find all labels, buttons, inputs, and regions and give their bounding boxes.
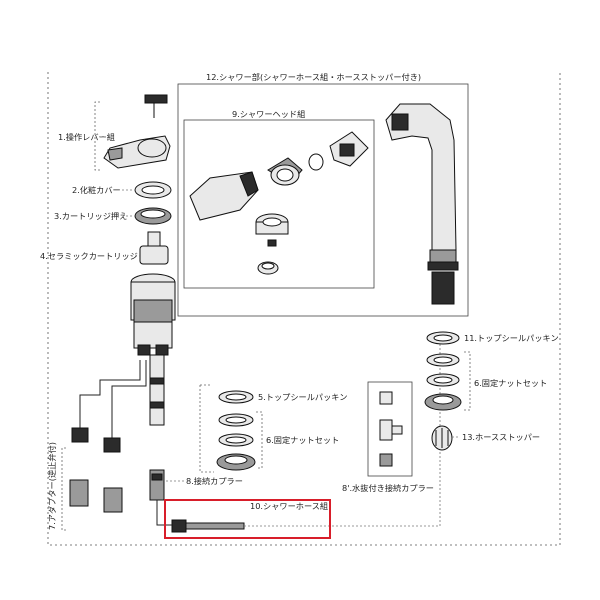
- label-top-seal-left: 5.トップシールパッキン: [258, 392, 347, 402]
- shower-head-cover: [189, 171, 259, 221]
- hose-stopper: [431, 425, 453, 451]
- cartridge-holder: [134, 207, 172, 225]
- faucet-body: [130, 273, 176, 426]
- label-hose-stopper: 13.ホースストッパー: [462, 432, 540, 442]
- label-operating-lever: 1.操作レバー組: [58, 132, 115, 142]
- label-ceramic-cartridge: 4.セラミックカートリッジ: [40, 251, 138, 261]
- label-coupler: 8.接続カプラー: [186, 476, 243, 486]
- shower-head-box: [183, 119, 375, 289]
- shower-head-swivel: [267, 157, 303, 186]
- fixing-nut-set-right: [424, 353, 462, 411]
- operating-lever: [103, 94, 171, 169]
- label-drain-coupler: 8'.水抜付き接続カプラー: [342, 483, 434, 493]
- label-shower-hose: 10.シャワーホース組: [250, 501, 328, 511]
- brace-left-parts: [199, 384, 214, 473]
- shower-head-joint: [329, 131, 369, 167]
- label-adapter: 7.アダプター(逆止弁付): [47, 442, 57, 530]
- label-decorative-cover: 2.化粧カバー: [72, 185, 121, 195]
- shower-hose-highlight: [164, 499, 331, 539]
- label-cartridge-holder: 3.カートリッジ押え: [54, 211, 127, 221]
- shower-head-ring: [257, 261, 279, 275]
- outer-frame: [47, 72, 561, 546]
- drain-coupler-box: [367, 381, 413, 477]
- label-shower-group: 12.シャワー部(シャワーホース組・ホースストッパー付き): [206, 72, 421, 82]
- fixing-nut-set-left: [216, 413, 256, 471]
- label-fixing-nut-right: 6.固定ナットセット: [474, 378, 547, 388]
- label-fixing-nut-left: 6.固定ナットセット: [266, 435, 339, 445]
- drain-coupler: [379, 391, 403, 467]
- shower-head-nozzle: [255, 213, 289, 247]
- shower-head-oring: [308, 153, 324, 171]
- label-top-seal-right: 11.トップシールパッキン: [464, 333, 559, 343]
- ceramic-cartridge: [139, 231, 169, 265]
- shower-spout: [385, 103, 459, 305]
- shower-group-box: [177, 83, 469, 317]
- label-shower-head: 9.シャワーヘッド組: [232, 109, 305, 119]
- decorative-cover: [134, 181, 172, 199]
- top-seal-packing-left: [218, 390, 254, 404]
- top-seal-packing-right: [426, 331, 460, 345]
- supply-hoses: [69, 360, 147, 513]
- connection-coupler: [149, 469, 165, 501]
